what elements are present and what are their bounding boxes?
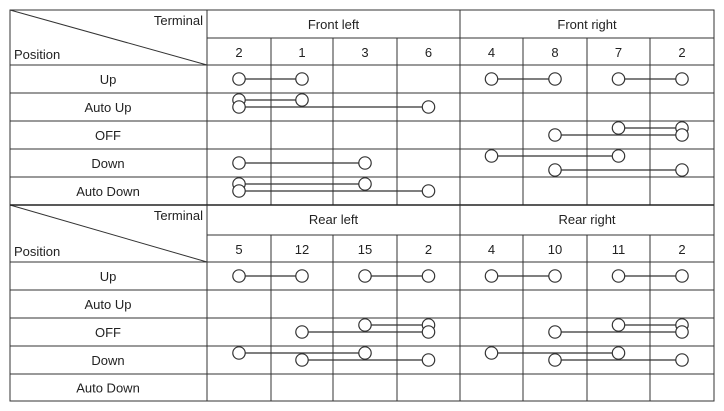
terminal-pin-circle [548,325,562,339]
position-label: Down [91,156,124,171]
terminal-pin-circle [675,163,689,177]
terminal-number: 2 [235,45,242,60]
terminal-pin-circle [675,353,689,367]
terminal-number: 2 [678,45,685,60]
group-label: Rear left [309,212,359,227]
group-label: Front left [308,17,360,32]
position-label: OFF [95,128,121,143]
terminal-number: 11 [612,242,626,257]
terminal-pin-circle [484,72,499,86]
terminal-number: 5 [235,242,242,257]
corner-diagonal [9,204,208,263]
terminal-pin-circle [548,163,562,177]
terminal-pin-circle [358,156,372,170]
terminal-pin-circle [295,269,309,283]
terminal-pin-circle [232,100,246,114]
terminal-pin-circle [611,72,626,86]
terminal-pin-circle [548,353,562,367]
position-label: Auto Down [76,184,140,199]
terminal-pin-circle [232,156,246,170]
terminal-header-label: Terminal [154,208,203,223]
terminal-header-label: Terminal [154,13,203,28]
terminal-pin-circle [358,177,372,191]
terminal-pin-circle [295,325,309,339]
group-label: Front right [557,17,617,32]
position-header-label: Position [14,244,60,259]
terminal-pin-circle [358,346,372,360]
terminal-number: 8 [551,45,558,60]
corner-diagonal [9,9,208,66]
terminal-number: 3 [361,45,368,60]
position-label: Up [100,72,117,87]
terminal-pin-circle [421,325,436,339]
group-label: Rear right [558,212,615,227]
terminal-pin-circle [358,269,372,283]
position-label: Auto Up [85,100,132,115]
terminal-pin-circle [675,325,689,339]
terminal-pin-circle [358,318,372,332]
terminal-pin-circle [421,269,436,283]
terminal-pin-circle [611,346,626,360]
position-label: Down [91,353,124,368]
terminal-pin-circle [295,72,309,86]
terminal-pin-circle [611,269,626,283]
terminal-number: 1 [298,45,305,60]
terminal-pin-circle [484,149,499,163]
terminal-pin-circle [548,72,562,86]
terminal-pin-circle [484,269,499,283]
terminal-number: 2 [678,242,685,257]
terminal-pin-circle [295,93,309,107]
terminal-number: 6 [425,45,432,60]
terminal-number: 12 [295,242,309,257]
position-header-label: Position [14,47,60,62]
terminal-number: 4 [488,45,495,60]
position-label: Auto Down [76,381,140,396]
position-label: Auto Up [85,297,132,312]
terminal-pin-circle [421,184,436,198]
terminal-pin-circle [295,353,309,367]
terminal-pin-circle [611,318,626,332]
terminal-number: 10 [548,242,562,257]
terminal-number: 4 [488,242,495,257]
terminal-number: 15 [358,242,372,257]
terminal-pin-circle [484,346,499,360]
terminal-pin-circle [611,121,626,135]
position-label: OFF [95,325,121,340]
terminal-pin-circle [611,149,626,163]
terminal-pin-circle [675,72,689,86]
terminal-pin-circle [548,128,562,142]
terminal-number: 2 [425,242,432,257]
terminal-pin-circle [548,269,562,283]
terminal-pin-circle [421,353,436,367]
terminal-pin-circle [675,128,689,142]
terminal-pin-circle [232,184,246,198]
terminal-pin-circle [421,100,436,114]
terminal-pin-circle [232,72,246,86]
terminal-pin-circle [232,346,246,360]
terminal-pin-circle [675,269,689,283]
position-label: Up [100,269,117,284]
terminal-pin-circle [232,269,246,283]
terminal-number: 7 [615,45,622,60]
